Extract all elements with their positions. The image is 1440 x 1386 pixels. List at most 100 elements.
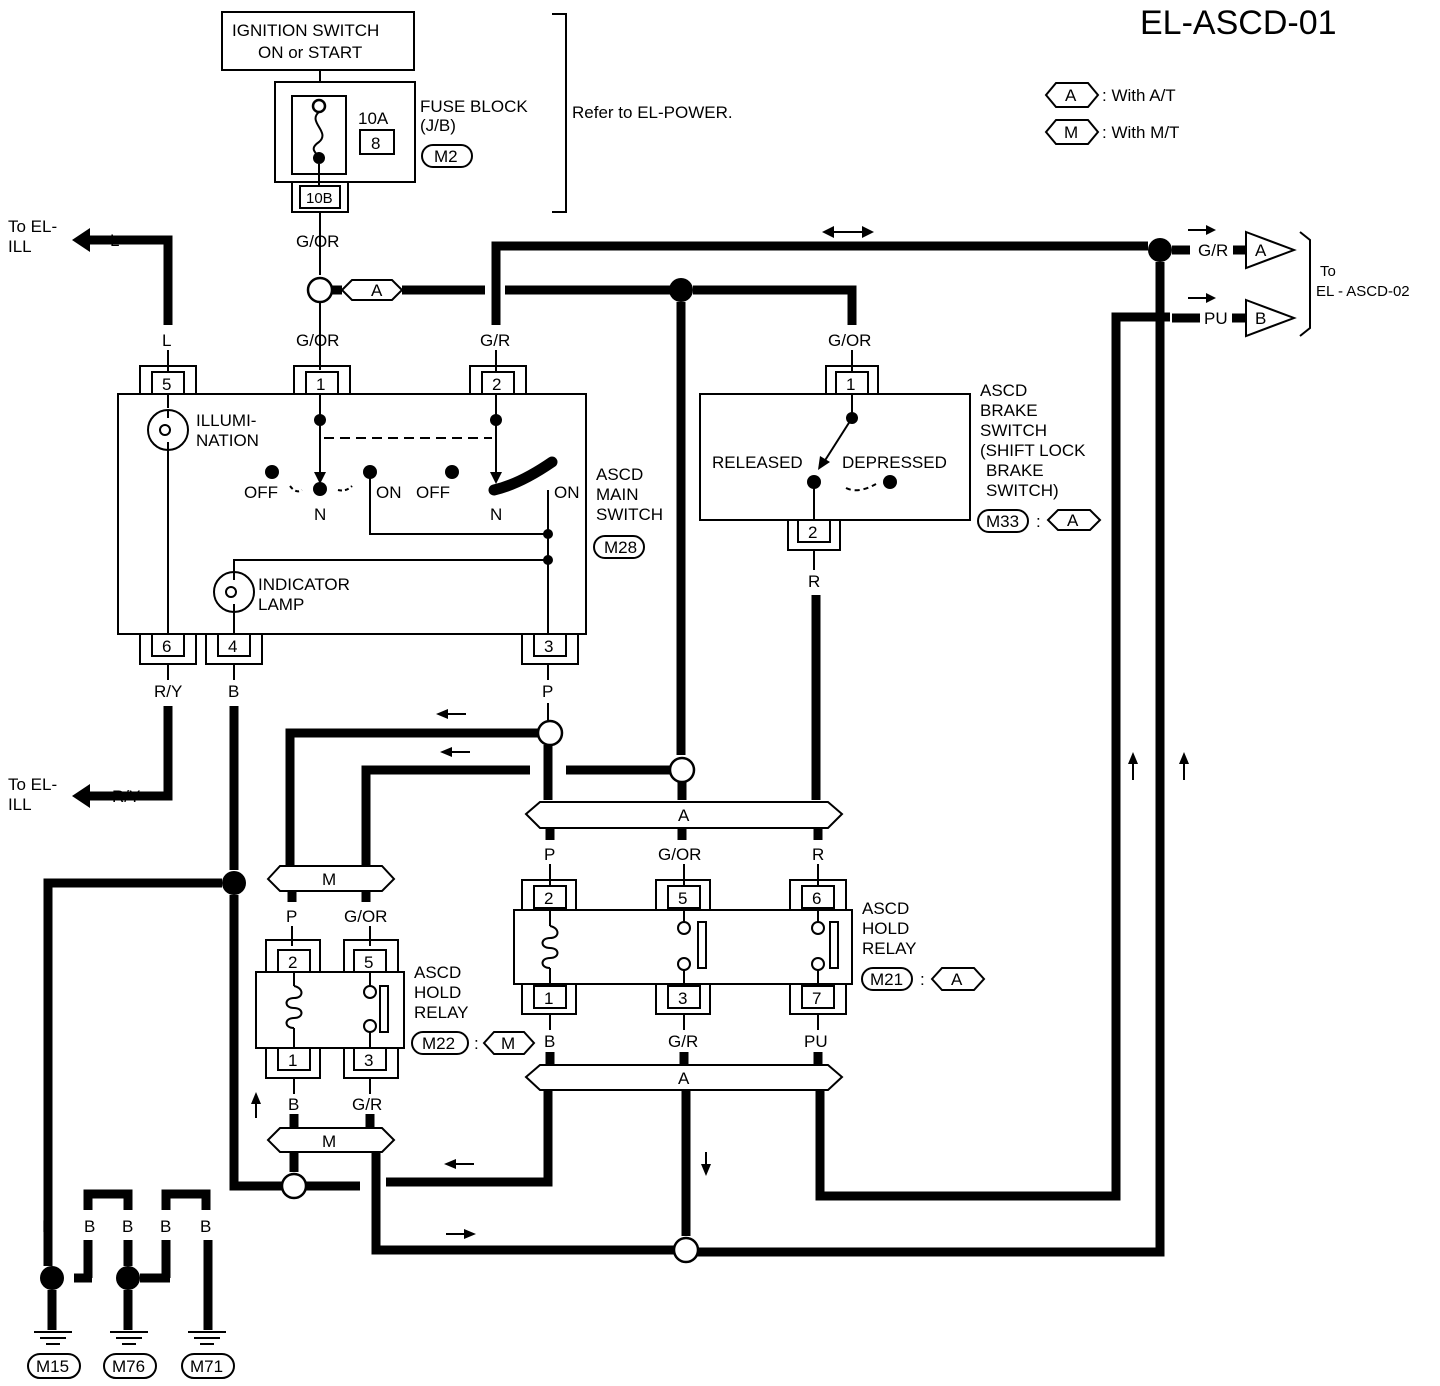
fuse-amp: 10A	[358, 109, 389, 128]
wire-label-gor-brake: G/OR	[828, 331, 871, 350]
brake-switch-label-4: (SHIFT LOCK	[980, 441, 1086, 460]
fuse-number: 8	[371, 134, 380, 153]
to-ill-bottom-line2: ILL	[8, 795, 32, 814]
relay-mt-label-3: RELAY	[414, 1003, 469, 1022]
svg-text:1: 1	[316, 375, 325, 394]
svg-text:A: A	[1255, 241, 1267, 260]
svg-text:M: M	[322, 870, 336, 889]
svg-text:7: 7	[812, 989, 821, 1008]
wire-label-gr-sw2: G/R	[480, 331, 510, 350]
right-arrow	[446, 1229, 476, 1239]
splice-gor-top	[306, 276, 334, 304]
power-bracket	[552, 13, 567, 213]
up-arrow-right-1	[1128, 752, 1138, 780]
splice-b-left	[222, 871, 246, 895]
brake-switch-label-2: BRAKE	[980, 401, 1038, 420]
to-ascd02-line2: EL - ASCD-02	[1316, 283, 1410, 300]
wire-label-ry-sw6: R/Y	[154, 682, 182, 701]
ground-symbol-m71	[188, 1331, 226, 1345]
ground-symbol-m76	[110, 1331, 148, 1345]
bidirectional-arrow	[822, 226, 874, 238]
svg-text:M15: M15	[36, 1357, 69, 1376]
legend-at: A : With A/T	[1044, 82, 1176, 108]
svg-text:2: 2	[288, 953, 297, 972]
brake-switch-label-6: SWITCH)	[986, 481, 1059, 500]
legend-at-text: : With A/T	[1102, 86, 1176, 105]
svg-text:2: 2	[544, 889, 553, 908]
wire-label-b-sw4: B	[228, 682, 239, 701]
wire-label-b-g4: B	[160, 1217, 171, 1236]
wire-label-b-relay-m: B	[288, 1095, 299, 1114]
relay-at-label-2: HOLD	[862, 919, 909, 938]
svg-text:A: A	[951, 970, 963, 989]
svg-text:6: 6	[812, 889, 821, 908]
main-switch-off-1: OFF	[244, 483, 278, 502]
svg-text:M76: M76	[112, 1357, 145, 1376]
variant-bus-m-upper: M	[266, 865, 396, 892]
main-switch-label-3: SWITCH	[596, 505, 663, 524]
to-ill-bottom-line1: To EL-	[8, 775, 57, 794]
ground-symbol-m15	[34, 1331, 72, 1345]
indicator-line1: INDICATOR	[258, 575, 350, 594]
main-switch-n-2: N	[490, 505, 502, 524]
wire-label-p-relay-a: P	[544, 845, 555, 864]
splice-gr-right	[1148, 238, 1172, 262]
svg-text:1: 1	[846, 375, 855, 394]
svg-text:5: 5	[162, 375, 171, 394]
wire-label-gor-top: G/OR	[296, 232, 339, 251]
variant-bus-m-lower: M	[266, 1127, 396, 1153]
brake-switch-label-5: BRAKE	[986, 461, 1044, 480]
svg-text:5: 5	[678, 889, 687, 908]
svg-text::: :	[474, 1034, 479, 1053]
to-ill-top-line2: ILL	[8, 237, 32, 256]
brake-switch-label-1: ASCD	[980, 381, 1027, 400]
svg-text:3: 3	[364, 1051, 373, 1070]
wire-label-gor-sw1: G/OR	[296, 331, 339, 350]
svg-text:A: A	[678, 806, 690, 825]
fuse-block: 10A 8 10B	[274, 81, 416, 213]
left-arrow-2	[440, 747, 470, 757]
svg-text:M: M	[322, 1132, 336, 1151]
ground-ref-m15: M15	[27, 1353, 81, 1379]
ascd-brake-switch: 1 RELEASED DEPRESSED 2	[699, 365, 971, 551]
main-switch-label-2: MAIN	[596, 485, 639, 504]
variant-bus-a-lower: A	[524, 1064, 844, 1091]
indicator-line2: LAMP	[258, 595, 304, 614]
up-arrow-right-2	[1179, 752, 1189, 780]
wire-label-r-brake: R	[808, 572, 820, 591]
splice-gor-at	[669, 278, 693, 302]
svg-text::: :	[920, 970, 925, 989]
wire-label-b-relay-a: B	[544, 1032, 555, 1051]
wire-label-ry-bottom: R/Y	[112, 787, 140, 806]
svg-text:5: 5	[364, 953, 373, 972]
wire-label-p-sw3: P	[542, 682, 553, 701]
wire-label-gr-relay-m: G/R	[352, 1095, 382, 1114]
ground-ref-m76: M76	[103, 1353, 157, 1379]
main-switch-n-1: N	[314, 505, 326, 524]
brake-released: RELEASED	[712, 453, 803, 472]
variant-tag-a-top: A	[340, 279, 404, 301]
ascd-main-switch: 5 1 2 6 4 3 ILLUMI- NATION OFF ON	[117, 365, 587, 665]
fuse-block-ref-badge: M2	[421, 144, 473, 168]
main-switch-ref-badge: M28	[593, 535, 645, 559]
svg-text:4: 4	[228, 637, 237, 656]
to-ill-top-line1: To EL-	[8, 217, 57, 236]
splice-gor-mid	[668, 756, 696, 784]
fuse-block-ref: M2	[434, 147, 458, 166]
left-arrow-3	[444, 1159, 474, 1169]
relay-mt-ref-badge: M22 : M	[411, 1031, 536, 1055]
svg-text::: :	[1036, 512, 1041, 531]
splice-b-bottom	[280, 1172, 308, 1200]
relay-mt-label-1: ASCD	[414, 963, 461, 982]
svg-text:3: 3	[678, 989, 687, 1008]
variant-bus-a-upper: A	[524, 801, 844, 829]
relay-at-ref-badge: M21 : A	[861, 967, 986, 991]
svg-text:M71: M71	[190, 1357, 223, 1376]
fuse-block-label-2: (J/B)	[420, 116, 456, 135]
ignition-switch: IGNITION SWITCH ON or START	[221, 11, 415, 71]
svg-text:6: 6	[162, 637, 171, 656]
up-arrow-left	[251, 1092, 261, 1118]
down-arrow	[701, 1152, 711, 1176]
main-switch-off-2: OFF	[416, 483, 450, 502]
